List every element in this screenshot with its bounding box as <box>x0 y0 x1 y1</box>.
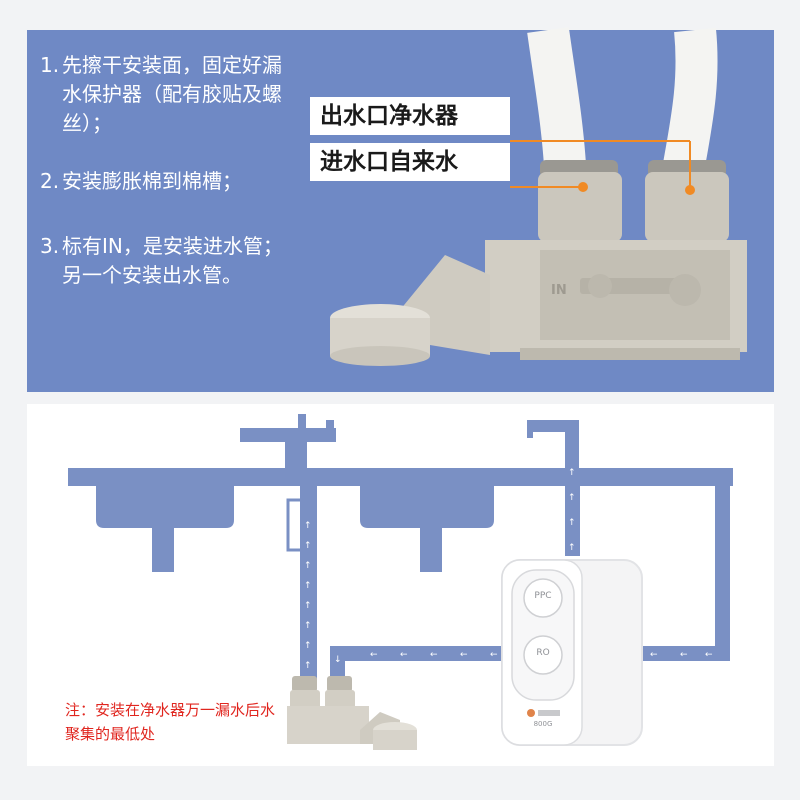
purifier-model-label: 800G <box>533 720 553 728</box>
step-1: 1. 先擦干安装面，固定好漏水保护器（配有胶贴及螺丝）； <box>40 51 300 138</box>
inlet-callout-box <box>310 143 510 181</box>
step-2-text: 安装膨胀棉到棉槽； <box>62 169 242 193</box>
step-2: 2. 安装膨胀棉到棉槽； <box>40 167 300 196</box>
step-1-number: 1. <box>40 53 60 77</box>
in-label: IN <box>551 283 567 298</box>
step-3-number: 3. <box>40 234 60 258</box>
outlet-callout-box <box>310 97 510 135</box>
step-2-number: 2. <box>40 169 60 193</box>
step-3: 3. 标有IN，是安装进水管；另一个安装出水管。 <box>40 232 300 290</box>
step-3-text: 标有IN，是安装进水管；另一个安装出水管。 <box>62 234 283 287</box>
install-diagram-panel <box>27 404 774 766</box>
outlet-callout-label: 出水口净水器 <box>320 103 458 129</box>
ro-button-label: RO <box>536 648 550 658</box>
step-1-text: 先擦干安装面，固定好漏水保护器（配有胶贴及螺丝）； <box>62 53 282 135</box>
installation-note: 注：安装在净水器万一漏水后水聚集的最低处 <box>65 701 276 743</box>
ppc-button-label: PPC <box>534 591 552 601</box>
inlet-callout-label: 进水口自来水 <box>320 149 458 175</box>
